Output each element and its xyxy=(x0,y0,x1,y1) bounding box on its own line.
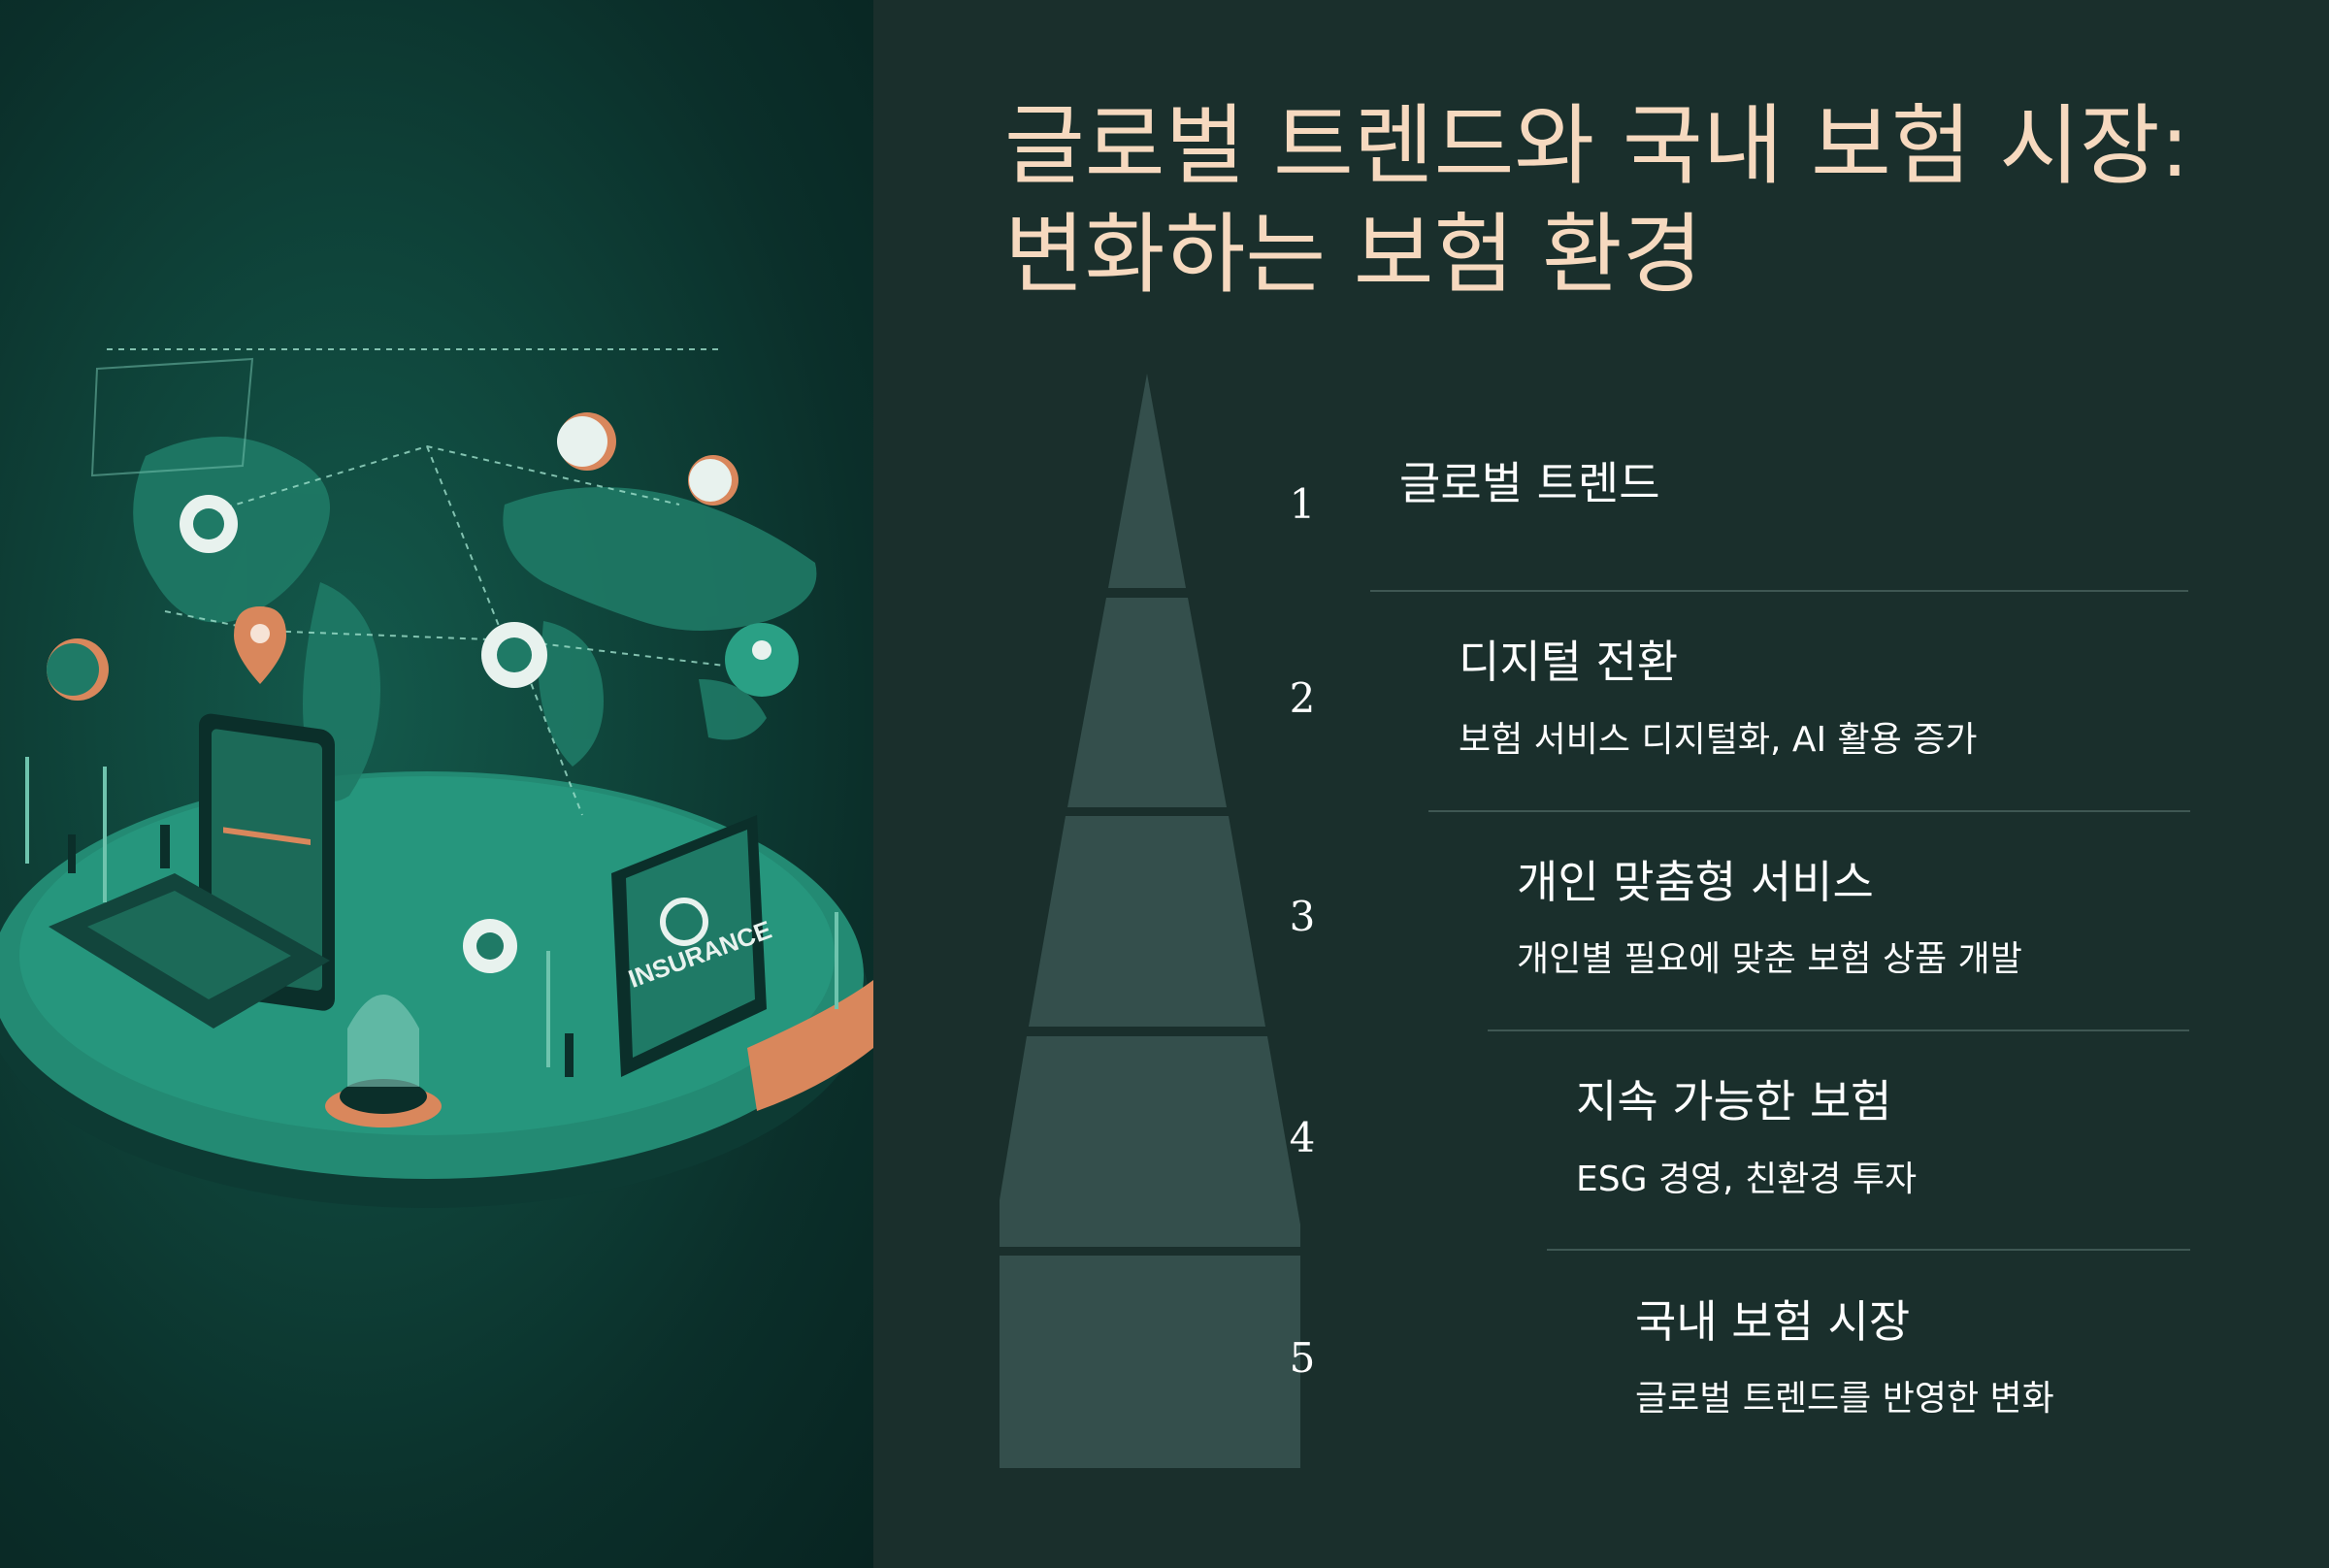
isometric-globe-image: INSURANCE xyxy=(0,348,873,1208)
map-pins xyxy=(47,412,799,973)
pyramid-tier-4 xyxy=(1000,1036,1300,1247)
tier-5-title: 국내 보험 시장 xyxy=(1635,1295,1911,1348)
tier-5-number: 5 xyxy=(1289,1334,1316,1382)
tier-1-number: 1 xyxy=(1289,480,1316,528)
pyramid-tier-1 xyxy=(1108,374,1186,588)
insurance-illustration: INSURANCE xyxy=(0,0,873,1568)
tier-4-divider xyxy=(1547,1249,2190,1251)
pyramid-tier-3 xyxy=(1029,816,1265,1027)
pyramid-tier-5 xyxy=(1000,1256,1300,1468)
tier-3-description: 개인별 필요에 맞춘 보험 상품 개발 xyxy=(1517,939,2022,979)
people xyxy=(68,825,574,1077)
floating-panel xyxy=(90,357,254,477)
tier-2-divider xyxy=(1428,810,2190,812)
tier-2-number: 2 xyxy=(1289,674,1316,722)
tier-1-divider xyxy=(1370,590,2188,592)
tier-2-title: 디지털 전환 xyxy=(1459,636,1679,688)
tier-5-description: 글로벌 트렌드를 반영한 변화 xyxy=(1635,1379,2054,1419)
tier-1-title: 글로벌 트렌드 xyxy=(1399,457,1660,509)
insurance-tablet: INSURANCE xyxy=(611,815,775,1077)
tier-4-number: 4 xyxy=(1289,1114,1316,1161)
pyramid-diagram xyxy=(1000,374,1300,1468)
tier-3-divider xyxy=(1488,1029,2189,1031)
tier-4-description: ESG 경영, 친환경 투자 xyxy=(1576,1160,1918,1199)
tier-3-title: 개인 맞춤형 서비스 xyxy=(1517,856,1874,908)
tier-4-title: 지속 가능한 보험 xyxy=(1576,1075,1892,1127)
laptop xyxy=(49,873,330,1029)
page-title: 글로벌 트렌드와 국내 보험 시장: 변화하는 보험 환경 xyxy=(1004,92,2266,310)
posts xyxy=(25,757,838,1067)
pyramid-tier-2 xyxy=(1067,598,1227,807)
glass-dome xyxy=(325,995,442,1127)
tier-3-number: 3 xyxy=(1289,893,1316,940)
title-line-1: 글로벌 트렌드와 국내 보험 시장: xyxy=(1004,95,2190,197)
title-line-2: 변화하는 보험 환경 xyxy=(1004,204,1703,306)
platform-accent xyxy=(747,980,873,1111)
tier-2-description: 보험 서비스 디지털화, AI 활용 증가 xyxy=(1459,720,1978,760)
